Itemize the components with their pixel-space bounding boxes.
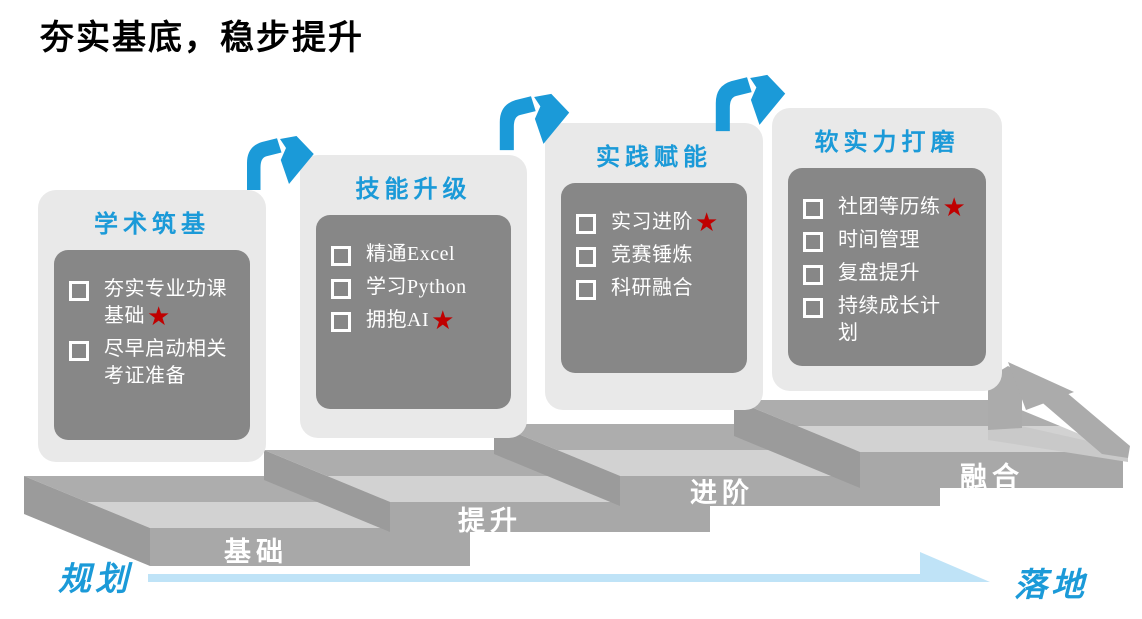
jump-arrow-icon xyxy=(247,136,314,190)
star-icon: ★ xyxy=(942,193,967,223)
item-text: 学习Python xyxy=(366,276,467,298)
checkbox-icon xyxy=(331,246,351,266)
card-soft-skills: 软实力打磨 社团等历练★ 时间管理 复盘提升 持续成长计划 xyxy=(772,108,1002,391)
item-text: 尽早启动相关考证准备 xyxy=(104,338,227,387)
check-item: 科研融合 xyxy=(574,275,741,302)
jump-arrow-icon xyxy=(715,74,786,132)
check-item: 夯实专业功课基础★ xyxy=(67,276,244,330)
item-text: 实习进阶★ xyxy=(611,208,719,238)
checkbox-icon xyxy=(576,214,596,234)
check-item: 复盘提升 xyxy=(801,260,980,287)
star-icon: ★ xyxy=(431,306,455,336)
flow-start-label: 规划 xyxy=(58,562,132,598)
check-item: 社团等历练★ xyxy=(801,194,980,221)
item-text: 社团等历练★ xyxy=(838,193,967,223)
card-academic-foundation: 学术筑基 夯实专业功课基础★ 尽早启动相关考证准备 xyxy=(38,190,266,462)
checklist-panel: 精通Excel 学习Python 拥抱AI★ xyxy=(316,215,511,409)
step-label-1: 基础 xyxy=(224,537,288,567)
slide-title: 夯实基底，稳步提升 xyxy=(40,19,364,57)
card-practice-empowerment: 实践赋能 实习进阶★ 竞赛锤炼 科研融合 xyxy=(545,123,763,410)
jump-arrow-icon xyxy=(499,93,570,151)
check-item: 学习Python xyxy=(329,274,505,301)
checkbox-icon xyxy=(803,298,823,318)
item-text: 竞赛锤炼 xyxy=(611,244,693,266)
checkbox-icon xyxy=(803,199,823,219)
checkbox-icon xyxy=(576,247,596,267)
checkbox-icon xyxy=(69,281,89,301)
stairs-top-arrow-icon xyxy=(988,362,1130,462)
check-item: 竞赛锤炼 xyxy=(574,242,741,269)
star-icon: ★ xyxy=(147,302,171,332)
flow-arrow xyxy=(148,552,990,582)
checkbox-icon xyxy=(576,280,596,300)
flow-end-label: 落地 xyxy=(1014,568,1088,604)
card-title: 实践赋能 xyxy=(596,145,712,171)
item-text: 时间管理 xyxy=(838,229,920,251)
card-title: 软实力打磨 xyxy=(814,130,960,156)
check-item: 拥抱AI★ xyxy=(329,307,505,334)
checkbox-icon xyxy=(803,232,823,252)
step-label-4: 融合 xyxy=(960,462,1024,492)
checklist-panel: 社团等历练★ 时间管理 复盘提升 持续成长计划 xyxy=(788,168,986,366)
item-text: 持续成长计划 xyxy=(838,295,941,344)
check-item: 时间管理 xyxy=(801,227,980,254)
step-label-2: 提升 xyxy=(458,506,522,536)
item-text: 科研融合 xyxy=(611,277,693,299)
card-title: 学术筑基 xyxy=(94,212,210,238)
check-item: 持续成长计划 xyxy=(801,293,980,347)
check-item: 实习进阶★ xyxy=(574,209,741,236)
item-text: 复盘提升 xyxy=(838,262,920,284)
item-text: 拥抱AI★ xyxy=(366,306,455,336)
step-label-3: 进阶 xyxy=(690,478,754,508)
checkbox-icon xyxy=(69,341,89,361)
checklist-panel: 实习进阶★ 竞赛锤炼 科研融合 xyxy=(561,183,747,373)
checkbox-icon xyxy=(331,279,351,299)
checklist-panel: 夯实专业功课基础★ 尽早启动相关考证准备 xyxy=(54,250,250,440)
star-icon: ★ xyxy=(695,208,719,238)
card-title: 技能升级 xyxy=(355,177,472,203)
item-text: 夯实专业功课基础★ xyxy=(104,278,227,332)
check-item: 精通Excel xyxy=(329,241,505,268)
checkbox-icon xyxy=(331,312,351,332)
card-skill-upgrade: 技能升级 精通Excel 学习Python 拥抱AI★ xyxy=(300,155,527,438)
checkbox-icon xyxy=(803,265,823,285)
check-item: 尽早启动相关考证准备 xyxy=(67,336,244,390)
item-text: 精通Excel xyxy=(366,243,456,265)
